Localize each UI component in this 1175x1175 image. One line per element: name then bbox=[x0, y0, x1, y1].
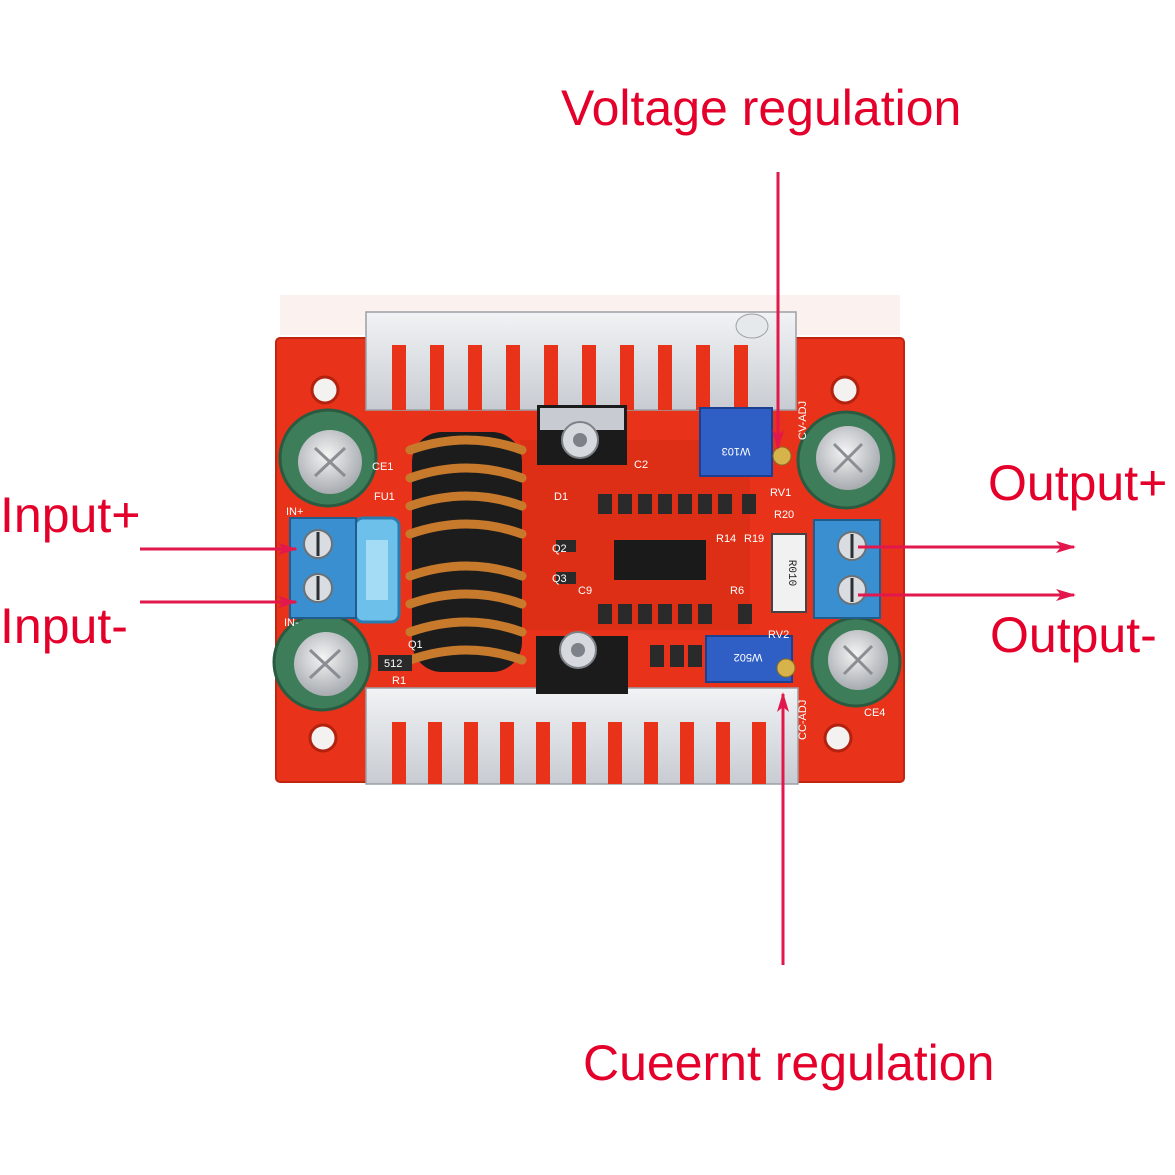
silk-in-plus: IN+ bbox=[286, 506, 303, 518]
silk-r20: R20 bbox=[774, 509, 794, 521]
silk-c2: C2 bbox=[634, 459, 648, 471]
output-plus-label: Output+ bbox=[988, 455, 1168, 511]
output-terminal-block bbox=[813, 519, 881, 619]
input-plus-label: Input+ bbox=[0, 487, 141, 543]
silk-d1: D1 bbox=[554, 491, 568, 503]
capacitor-output-bottom bbox=[810, 616, 902, 708]
silk-c9: C9 bbox=[578, 585, 592, 597]
output-minus-label: Output- bbox=[990, 607, 1157, 663]
silk-ce1: CE1 bbox=[372, 461, 393, 473]
silk-cc-adj: CC-ADJ bbox=[797, 700, 809, 740]
silk-rv1: RV1 bbox=[770, 487, 791, 499]
silk-cv-adj: CV-ADJ bbox=[797, 401, 809, 440]
silkscreen-labels: IN+ IN- FU1 CE1 D1 Q1 Q2 Q3 R1 R6 R14 R1… bbox=[284, 401, 885, 740]
heatsink-bottom bbox=[365, 687, 799, 785]
capacitor-output-top bbox=[796, 410, 896, 510]
silk-q1: Q1 bbox=[408, 639, 423, 651]
fuse bbox=[353, 516, 401, 624]
voltage-trimmer: W103 bbox=[699, 407, 792, 477]
silk-r6: R6 bbox=[730, 585, 744, 597]
power-transistor-bottom bbox=[536, 631, 628, 694]
input-terminal-block bbox=[289, 517, 357, 619]
current-regulation-label: Cueernt regulation bbox=[583, 1035, 995, 1091]
silk-q3: Q3 bbox=[552, 573, 567, 585]
toroid-inductor bbox=[405, 432, 527, 672]
current-trimmer-code: W502 bbox=[734, 651, 763, 663]
silk-r19: R19 bbox=[744, 533, 764, 545]
silk-in-minus: IN- bbox=[284, 617, 299, 629]
voltage-regulation-label: Voltage regulation bbox=[561, 80, 962, 136]
silk-q2: Q2 bbox=[552, 543, 567, 555]
shunt-label: R010 bbox=[785, 560, 797, 586]
silk-rv2: RV2 bbox=[768, 629, 789, 641]
voltage-trimmer-code: W103 bbox=[722, 445, 751, 457]
power-transistor-top bbox=[537, 405, 627, 465]
smd-area: R010 bbox=[378, 494, 807, 671]
silk-r14: R14 bbox=[716, 533, 736, 545]
silk-r1: R1 bbox=[392, 675, 406, 687]
capacitor-input-top bbox=[278, 408, 378, 508]
input-minus-label: Input- bbox=[0, 598, 128, 654]
silk-smd-512: 512 bbox=[384, 658, 402, 670]
heatsink-top bbox=[365, 311, 797, 411]
callout-arrows bbox=[140, 172, 1076, 965]
silk-ce4: CE4 bbox=[864, 707, 885, 719]
mounting-holes bbox=[308, 375, 860, 753]
current-trimmer: W502 bbox=[705, 635, 796, 683]
silk-fuse: FU1 bbox=[374, 491, 395, 503]
